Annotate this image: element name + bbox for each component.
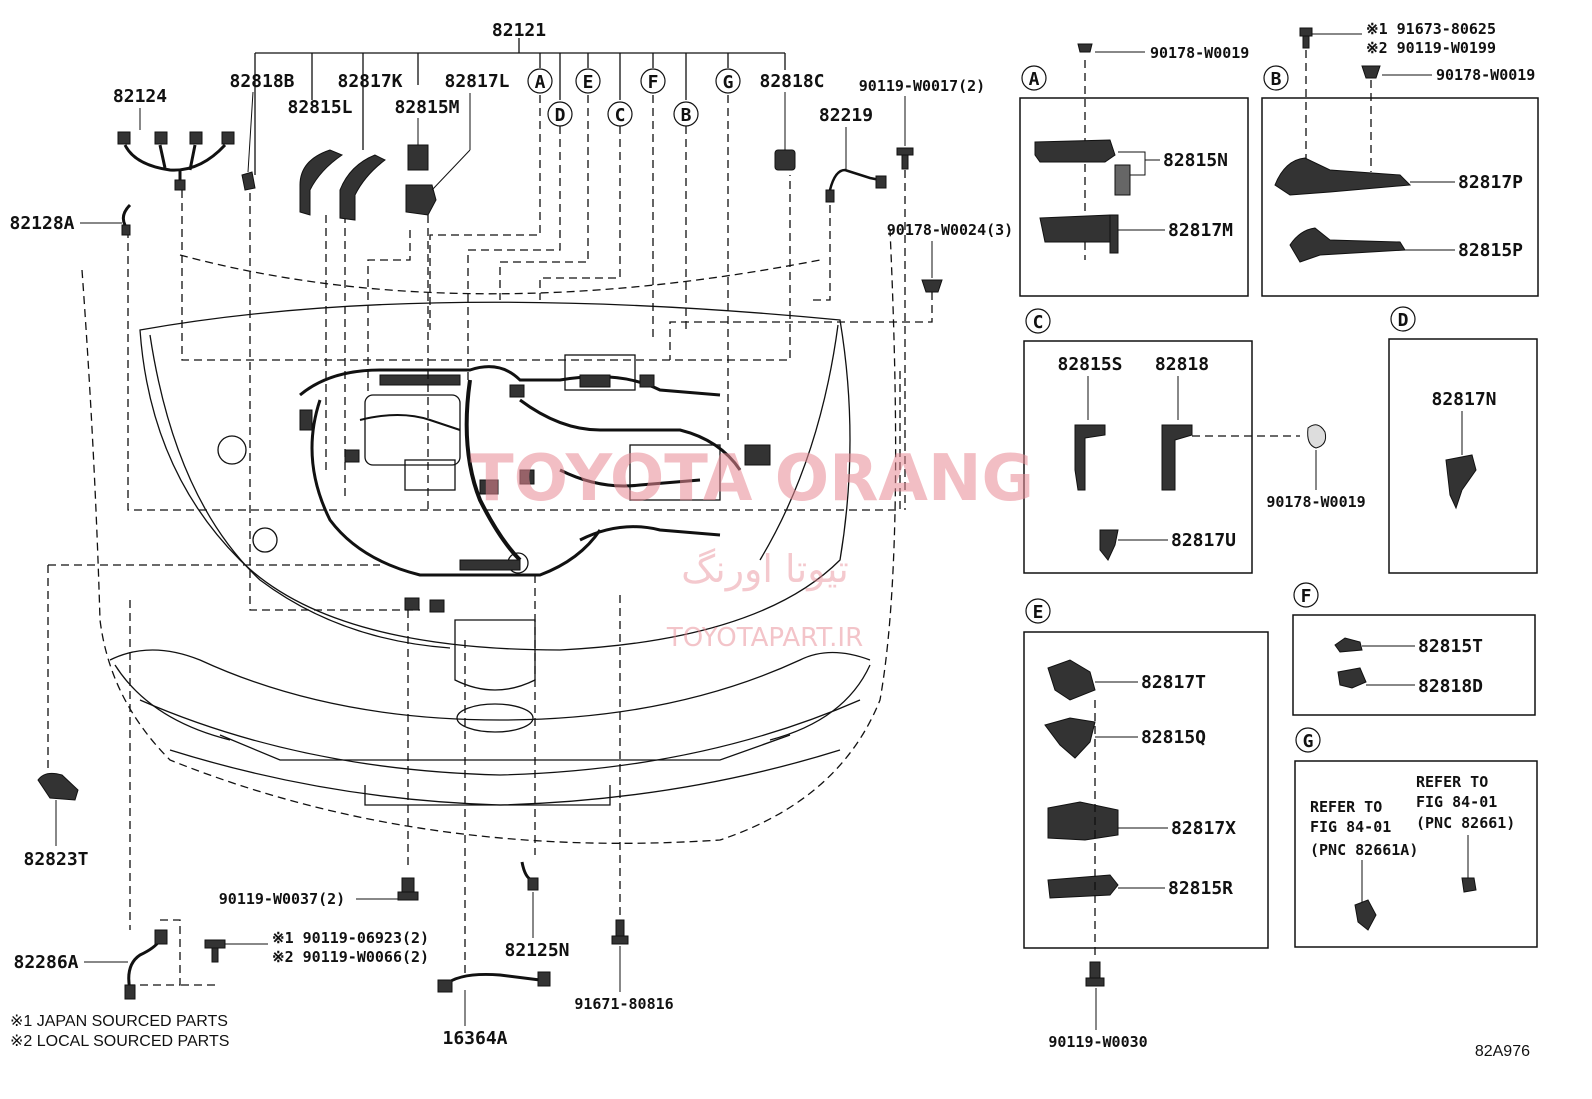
panel-d-letter: D [1398, 310, 1409, 331]
panel-g-refer1-a: REFER TO [1416, 773, 1488, 791]
footnote-local: ※2 LOCAL SOURCED PARTS [10, 1033, 229, 1050]
panel-e-82817t: 82817T [1141, 672, 1206, 693]
panel-c-letter: C [1033, 312, 1044, 333]
panel-d-82817n: 82817N [1431, 389, 1496, 410]
label-82286a: 82286A [13, 952, 78, 973]
label-82823t: 82823T [23, 849, 88, 870]
label-90119-w0066: ※2 90119-W0066(2) [272, 948, 429, 966]
callout-a: A [535, 72, 546, 93]
diagram-code: 82A976 [1475, 1043, 1530, 1060]
panel-g-refer1-c: (PNC 82661) [1416, 814, 1515, 832]
label-82124: 82124 [113, 86, 167, 107]
panel-c: C 82815S 82818 90178-W0019 82817U [1023, 308, 1366, 574]
callout-g: G [723, 72, 734, 93]
label-16364a: 16364A [442, 1028, 507, 1049]
label-91671-80816: 91671-80816 [574, 995, 673, 1013]
panel-c-82815s: 82815S [1057, 354, 1122, 375]
label-82818b: 82818B [229, 71, 294, 92]
panel-b: B ※1 91673-80625 ※2 90119-W0199 90178-W0… [1261, 20, 1539, 297]
panel-a-letter: A [1029, 69, 1040, 90]
callout-e: E [583, 72, 594, 93]
label-90178-w0024: 90178-W0024(3) [887, 221, 1013, 239]
bracket-82121 [254, 38, 786, 175]
panel-e-letter: E [1033, 602, 1044, 623]
label-90119-w0017: 90119-W0017(2) [859, 77, 985, 95]
callout-circles: A D E C F B G [527, 68, 741, 127]
callout-b: B [681, 105, 692, 126]
callout-d: D [555, 105, 566, 126]
panel-g-refer2-c: (PNC 82661A) [1310, 841, 1418, 859]
panel-f-letter: F [1301, 586, 1312, 607]
panel-b-nut: 90178-W0019 [1436, 66, 1535, 84]
label-82817l: 82817L [444, 71, 509, 92]
panel-b-82817p: 82817P [1458, 172, 1523, 193]
label-82125n: 82125N [504, 940, 569, 961]
watermark-site: TOYOTAPART.IR [666, 623, 863, 653]
bottom-parts [37, 772, 629, 1000]
vehicle-outline [81, 229, 897, 844]
label-82815m: 82815M [394, 97, 459, 118]
label-82128a: 82128A [9, 213, 74, 234]
panel-c-82817u: 82817U [1171, 530, 1236, 551]
panel-g-refer1-b: FIG 84-01 [1416, 793, 1497, 811]
panel-g-refer2-b: FIG 84-01 [1310, 818, 1391, 836]
top-parts [117, 131, 943, 293]
panel-b-bolt1: ※1 91673-80625 [1366, 20, 1496, 38]
panel-a-82817m: 82817M [1168, 220, 1233, 241]
panel-a: A 90178-W0019 82815N 82817M [1019, 43, 1249, 297]
watermark-farsi: تیوتا اورنگ [681, 547, 849, 592]
footnote-japan: ※1 JAPAN SOURCED PARTS [10, 1013, 228, 1030]
label-90119-w0037: 90119-W0037(2) [219, 890, 345, 908]
watermark: TOYOTA ORANG تیوتا اورنگ TOYOTAPART.IR [470, 442, 1034, 653]
watermark-brand: TOYOTA ORANG [470, 442, 1034, 516]
panel-g-refer2-a: REFER TO [1310, 798, 1382, 816]
callout-f: F [648, 72, 659, 93]
label-82815l: 82815L [287, 97, 352, 118]
panel-e-bolt: 90119-W0030 [1048, 1033, 1147, 1051]
panel-c-82818: 82818 [1155, 354, 1209, 375]
panel-e-82817x: 82817X [1171, 818, 1236, 839]
callout-c: C [615, 105, 626, 126]
panel-b-letter: B [1271, 69, 1282, 90]
panel-e-82815q: 82815Q [1141, 727, 1206, 748]
panel-c-clip: 90178-W0019 [1266, 493, 1365, 511]
main-labels: 82121 82124 82818B 82817K 82817L 82815L … [9, 20, 1013, 1049]
panel-a-bolt: 90178-W0019 [1150, 44, 1249, 62]
label-82818c: 82818C [759, 71, 824, 92]
label-90119-06923: ※1 90119-06923(2) [272, 929, 429, 947]
label-82219: 82219 [819, 105, 873, 126]
panel-b-bolt2: ※2 90119-W0199 [1366, 39, 1496, 57]
panel-d: D 82817N [1388, 306, 1538, 574]
panel-g: G REFER TO FIG 84-01 (PNC 82661) REFER T… [1294, 727, 1538, 948]
label-82817k: 82817K [337, 71, 402, 92]
panel-a-82815n: 82815N [1163, 150, 1228, 171]
panel-g-letter: G [1303, 731, 1314, 752]
panel-f-82818d: 82818D [1418, 676, 1483, 697]
panel-f: F 82815T 82818D [1292, 582, 1536, 716]
panel-b-82815p: 82815P [1458, 240, 1523, 261]
panel-f-82815t: 82815T [1418, 636, 1483, 657]
panel-e-82815r: 82815R [1168, 878, 1233, 899]
panel-e: E 82817T 82815Q 82817X 82815R 90119-W003… [1023, 598, 1269, 1051]
engine-harness [299, 354, 771, 613]
leader-lines [47, 60, 1086, 986]
label-82121: 82121 [492, 20, 546, 41]
